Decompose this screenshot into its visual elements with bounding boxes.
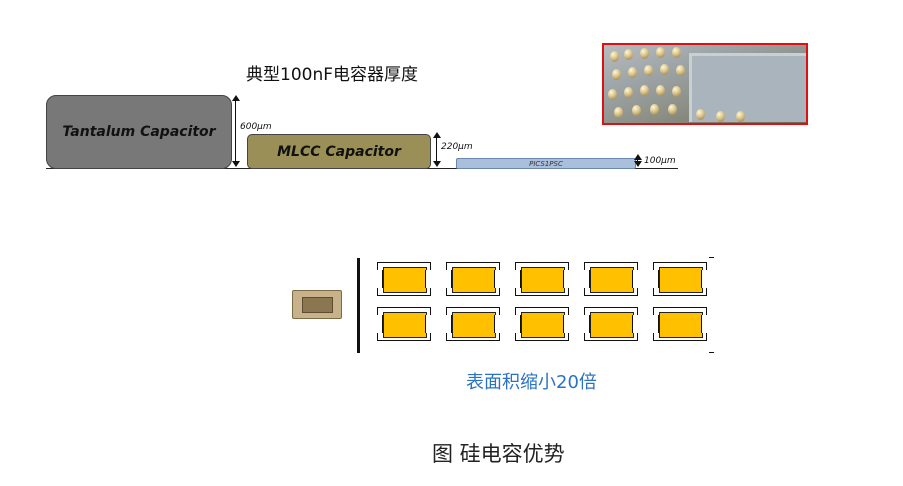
solder-ball bbox=[672, 86, 681, 97]
silicon-chip-core bbox=[302, 297, 333, 313]
tantalum-label: Tantalum Capacitor bbox=[62, 124, 216, 140]
pad-notch-left bbox=[652, 270, 659, 288]
pad-notch-left bbox=[514, 315, 521, 333]
solder-ball bbox=[612, 69, 621, 80]
tantalum-dim-line bbox=[235, 100, 236, 162]
pad-notch-right bbox=[425, 315, 432, 333]
pad-fill bbox=[383, 267, 427, 293]
pics-dim-arrow-top bbox=[634, 154, 642, 160]
pad-notch-left bbox=[583, 315, 590, 333]
tantalum-thickness-label: 600μm bbox=[240, 122, 272, 132]
solder-ball bbox=[624, 49, 633, 60]
solder-ball bbox=[640, 48, 649, 59]
mlcc-footprint bbox=[376, 307, 432, 341]
solder-ball bbox=[656, 47, 665, 58]
mlcc-footprint bbox=[652, 307, 708, 341]
tantalum-dim-arrow-top bbox=[232, 95, 240, 101]
pics-dim-arrow-bottom bbox=[634, 161, 642, 167]
mlcc-footprint bbox=[445, 307, 501, 341]
pics-label: PICS1PSC bbox=[529, 159, 563, 168]
mlcc-footprint bbox=[583, 307, 639, 341]
solder-ball bbox=[668, 104, 677, 115]
silicon-capacitor-photo bbox=[602, 43, 808, 125]
pad-fill bbox=[590, 312, 634, 338]
solder-ball bbox=[628, 67, 637, 78]
solder-ball bbox=[736, 111, 745, 122]
solder-ball bbox=[644, 65, 653, 76]
solder-ball bbox=[696, 109, 705, 120]
pics-dim-line bbox=[637, 159, 638, 162]
pad-notch-right bbox=[701, 270, 708, 288]
pad-notch-right bbox=[494, 315, 501, 333]
pad-notch-left bbox=[652, 315, 659, 333]
pad-notch-right bbox=[701, 315, 708, 333]
pad-notch-right bbox=[563, 270, 570, 288]
solder-ball bbox=[608, 89, 617, 100]
pad-fill bbox=[521, 312, 565, 338]
pad-notch-left bbox=[583, 270, 590, 288]
mlcc-footprint bbox=[376, 262, 432, 296]
pad-notch-left bbox=[445, 270, 452, 288]
mlcc-footprint bbox=[583, 262, 639, 296]
mlcc-footprint bbox=[514, 307, 570, 341]
mlcc-capacitor: MLCC Capacitor bbox=[247, 134, 431, 169]
tantalum-dim-arrow-bottom bbox=[232, 161, 240, 167]
pad-notch-right bbox=[632, 315, 639, 333]
solder-ball bbox=[632, 105, 641, 116]
pad-notch-right bbox=[563, 315, 570, 333]
pad-fill bbox=[590, 267, 634, 293]
pad-fill bbox=[452, 312, 496, 338]
pics-capacitor: PICS1PSC bbox=[456, 158, 636, 169]
comparison-divider bbox=[357, 258, 360, 353]
mlcc-dim-line bbox=[436, 137, 437, 162]
mlcc-dim-arrow-bottom bbox=[433, 161, 441, 167]
solder-ball bbox=[640, 85, 649, 96]
mlcc-dim-arrow-top bbox=[433, 132, 441, 138]
pad-fill bbox=[659, 267, 703, 293]
mlcc-footprint bbox=[445, 262, 501, 296]
bracket-top bbox=[709, 257, 714, 258]
pad-notch-right bbox=[494, 270, 501, 288]
solder-ball bbox=[614, 107, 623, 118]
silicon-capacitor-chip bbox=[292, 290, 342, 319]
pad-notch-left bbox=[376, 270, 383, 288]
pad-notch-left bbox=[445, 315, 452, 333]
solder-ball bbox=[650, 104, 659, 115]
pad-fill bbox=[659, 312, 703, 338]
mlcc-footprint bbox=[652, 262, 708, 296]
tantalum-capacitor: Tantalum Capacitor bbox=[46, 95, 232, 169]
pad-notch-left bbox=[514, 270, 521, 288]
pad-notch-left bbox=[376, 315, 383, 333]
pad-fill bbox=[383, 312, 427, 338]
pad-fill bbox=[452, 267, 496, 293]
mlcc-label: MLCC Capacitor bbox=[277, 143, 401, 160]
figure-caption: 图 硅电容优势 bbox=[432, 442, 565, 466]
solder-ball bbox=[610, 51, 619, 62]
pics-thickness-label: 100μm bbox=[644, 156, 676, 166]
silicon-die bbox=[689, 53, 806, 122]
solder-ball bbox=[660, 64, 669, 75]
pad-fill bbox=[521, 267, 565, 293]
solder-ball bbox=[624, 87, 633, 98]
solder-ball bbox=[672, 47, 681, 58]
area-reduction-caption: 表面积缩小20倍 bbox=[466, 372, 597, 393]
bracket-bottom bbox=[709, 352, 714, 353]
solder-ball bbox=[656, 85, 665, 96]
mlcc-thickness-label: 220μm bbox=[441, 142, 473, 152]
figure-title: 典型100nF电容器厚度 bbox=[246, 65, 419, 85]
solder-ball bbox=[716, 111, 725, 122]
pad-notch-right bbox=[632, 270, 639, 288]
pad-notch-right bbox=[425, 270, 432, 288]
mlcc-footprint bbox=[514, 262, 570, 296]
solder-ball bbox=[676, 65, 685, 76]
